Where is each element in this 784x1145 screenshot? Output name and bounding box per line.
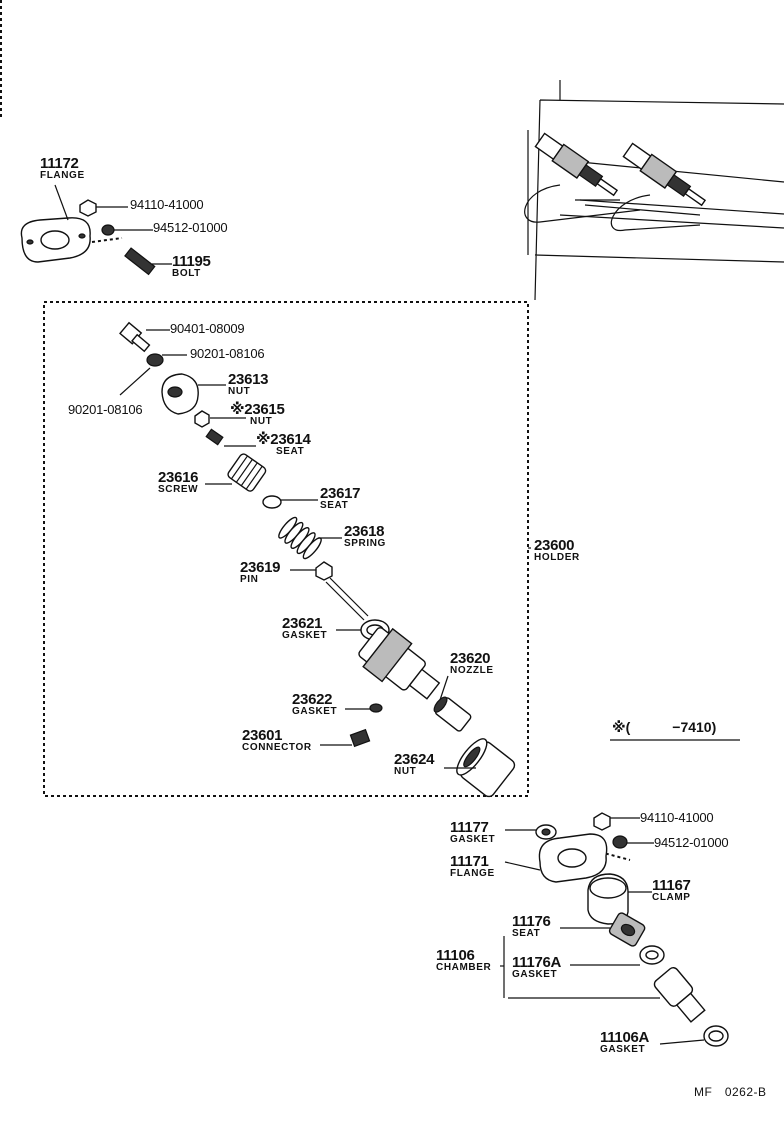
label-23621: 23621 GASKET bbox=[282, 616, 327, 641]
nozzle-holder-body bbox=[358, 627, 441, 700]
part-name: GASKET bbox=[512, 969, 558, 980]
label-94110-41000-bottom: 94110-41000 bbox=[640, 810, 714, 825]
part-number: 23618 bbox=[344, 523, 385, 540]
flange-group-top bbox=[20, 184, 172, 276]
part-name: PIN bbox=[240, 574, 259, 585]
label-11172: 11172 FLANGE bbox=[40, 156, 85, 181]
part-name: GASKET bbox=[450, 834, 496, 845]
part-number: 23613 bbox=[228, 371, 269, 388]
engine-block-illustration bbox=[524, 80, 784, 301]
part-number: 23619 bbox=[240, 559, 281, 576]
label-23614: ※23614 SEAT bbox=[256, 432, 311, 457]
label-94512-01000-bottom: 94512-01000 bbox=[654, 835, 729, 850]
chamber-drawing bbox=[653, 967, 706, 1023]
part-number: 11176 bbox=[512, 913, 551, 930]
part-name: BOLT bbox=[172, 268, 201, 279]
label-90401-08009: 90401-08009 bbox=[170, 321, 245, 336]
label-23618: 23618 SPRING bbox=[344, 524, 386, 549]
part-name: NUT bbox=[250, 416, 273, 427]
part-number: 23621 bbox=[282, 615, 323, 632]
part-name: SEAT bbox=[276, 446, 305, 457]
part-number: 11176A bbox=[512, 954, 562, 971]
label-90201-08106-right: 90201-08106 bbox=[190, 346, 265, 361]
part-number: 11177 bbox=[450, 819, 489, 836]
label-11177: 11177 GASKET bbox=[450, 820, 495, 845]
part-name: NUT bbox=[228, 386, 251, 397]
label-23619: 23619 PIN bbox=[240, 559, 281, 585]
label-11171: 11171 FLANGE bbox=[450, 854, 495, 879]
part-name: SPRING bbox=[344, 538, 386, 549]
part-name: SEAT bbox=[512, 928, 541, 939]
label-23622: 23622 GASKET bbox=[292, 692, 337, 717]
part-number: 11195 bbox=[172, 253, 211, 270]
part-name: NOZZLE bbox=[450, 665, 494, 676]
label-23601: 23601 CONNECTOR bbox=[242, 728, 312, 753]
label-11176: 11176 SEAT bbox=[512, 914, 551, 939]
label-23615: ※23615 NUT bbox=[230, 402, 285, 427]
part-name: GASKET bbox=[282, 630, 328, 641]
part-number: 11171 bbox=[450, 853, 489, 870]
part-number: 11167 bbox=[652, 877, 691, 894]
label-11195: 11195 BOLT bbox=[172, 254, 211, 279]
part-number: 23601 bbox=[242, 727, 283, 744]
part-name: CLAMP bbox=[652, 892, 691, 903]
holder-assembly-box bbox=[43, 301, 529, 797]
label-23620: 23620 NOZZLE bbox=[450, 651, 494, 676]
figure-code: MF 0262-B bbox=[694, 1085, 767, 1099]
label-23613: 23613 NUT bbox=[228, 371, 269, 397]
label-94110-41000-top: 94110-41000 bbox=[130, 197, 204, 212]
chamber-group-bottom bbox=[500, 739, 740, 1047]
part-name: SEAT bbox=[320, 500, 349, 511]
holder-parts bbox=[119, 321, 516, 798]
part-number: 23616 bbox=[158, 469, 199, 486]
part-number: 23624 bbox=[394, 751, 435, 768]
label-11106A: 11106A GASKET bbox=[600, 1030, 649, 1055]
part-name: HOLDER bbox=[534, 552, 580, 563]
part-number: ※23615 bbox=[230, 401, 285, 418]
part-number: 11106A bbox=[600, 1029, 650, 1046]
part-name: SCREW bbox=[158, 484, 199, 495]
part-name: CONNECTOR bbox=[242, 742, 312, 753]
spring-drawing bbox=[278, 516, 322, 560]
part-number: 11172 bbox=[40, 155, 79, 172]
supersession-note: ※( −7410) bbox=[612, 719, 717, 735]
label-23616: 23616 SCREW bbox=[158, 469, 199, 495]
part-number: 23622 bbox=[292, 691, 333, 708]
part-name: FLANGE bbox=[40, 170, 85, 181]
part-name: CHAMBER bbox=[436, 962, 492, 973]
label-94512-01000-top: 94512-01000 bbox=[153, 220, 228, 235]
label-23600: 23600 HOLDER bbox=[534, 538, 580, 563]
part-name: GASKET bbox=[292, 706, 338, 717]
label-11167: 11167 CLAMP bbox=[652, 878, 691, 903]
label-11176A: 11176A GASKET bbox=[512, 955, 561, 980]
part-name: FLANGE bbox=[450, 868, 495, 879]
part-number: ※23614 bbox=[256, 431, 311, 448]
part-number: 11106 bbox=[436, 947, 475, 964]
part-name: GASKET bbox=[600, 1044, 646, 1055]
label-11106: 11106 CHAMBER bbox=[436, 948, 491, 973]
label-23617: 23617 SEAT bbox=[320, 485, 361, 511]
label-23624: 23624 NUT bbox=[394, 751, 435, 777]
label-90201-08106-left: 90201-08106 bbox=[68, 402, 143, 417]
part-number: 23620 bbox=[450, 650, 491, 667]
part-name: NUT bbox=[394, 766, 417, 777]
part-number: 23617 bbox=[320, 485, 361, 502]
part-number: 23600 bbox=[534, 537, 575, 554]
